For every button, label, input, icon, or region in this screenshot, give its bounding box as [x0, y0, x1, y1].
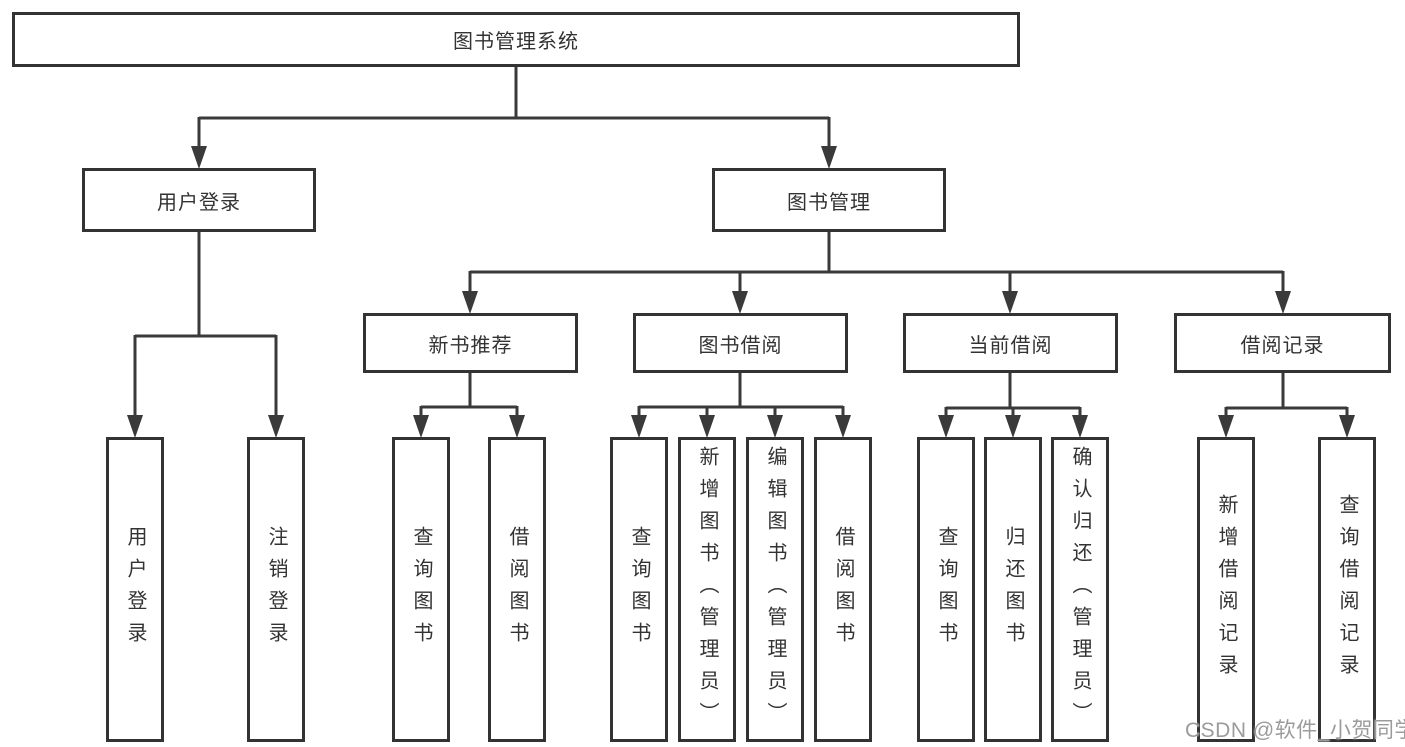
arrowhead [938, 415, 954, 438]
node-user-login: 用户登录 [82, 168, 316, 232]
leaf-query-books-new-book: 查询图书 [392, 437, 450, 742]
arrowhead [1002, 291, 1018, 314]
connector-book-management-to-level3 [462, 232, 1291, 314]
leaf-query-books-current: 查询图书 [917, 437, 975, 742]
node-new-book-recommendation: 新书推荐 [363, 313, 578, 373]
arrowhead [1339, 415, 1355, 438]
leaf-confirm-return-admin: 确认归还（管理员） [1051, 437, 1109, 742]
arrowhead [835, 415, 851, 438]
arrowhead [699, 415, 715, 438]
node-label: 当前借阅 [968, 334, 1053, 357]
arrowhead [821, 146, 837, 169]
node-label: 查询图书 [935, 525, 957, 654]
node-label: 查询借阅记录 [1336, 493, 1358, 686]
node-book-management: 图书管理 [712, 168, 946, 232]
leaf-query-books-borrowing: 查询图书 [610, 437, 668, 742]
leaf-edit-book-admin: 编辑图书（管理员） [746, 437, 804, 742]
leaf-return-books: 归还图书 [984, 437, 1042, 742]
connector-new-book-to-leaves [413, 373, 525, 438]
arrowhead [732, 291, 748, 314]
node-label: 新增图书（管理员） [696, 445, 718, 734]
connector-current-borrowing-to-leaves [938, 373, 1088, 438]
node-label: 归还图书 [1002, 525, 1024, 654]
leaf-borrow-books-borrowing: 借阅图书 [814, 437, 872, 742]
arrowhead [1275, 291, 1291, 314]
leaf-user-login: 用户登录 [106, 437, 164, 742]
node-label: 借阅图书 [832, 525, 854, 654]
arrowhead [268, 415, 284, 438]
arrowhead [1218, 415, 1234, 438]
arrowhead [462, 291, 478, 314]
node-label: 新增借阅记录 [1215, 493, 1237, 686]
connector-user-login-to-leaves [127, 232, 284, 438]
arrowhead [127, 415, 143, 438]
node-label: 新书推荐 [428, 334, 513, 357]
node-label: 用户登录 [124, 525, 146, 654]
node-label: 图书管理 [787, 191, 871, 214]
leaf-add-book-admin: 新增图书（管理员） [678, 437, 736, 742]
leaf-query-borrow-record: 查询借阅记录 [1318, 437, 1376, 742]
node-borrowing-records: 借阅记录 [1174, 313, 1391, 373]
node-label: 注销登录 [265, 525, 287, 654]
arrowhead [509, 415, 525, 438]
arrowhead [413, 415, 429, 438]
node-label: 图书借阅 [698, 334, 783, 357]
node-label: 图书管理系统 [453, 31, 579, 53]
connector-book-borrowing-to-leaves [631, 373, 851, 438]
arrowhead [191, 146, 207, 169]
arrowhead [1005, 415, 1021, 438]
connector-borrow-records-to-leaves [1218, 373, 1355, 438]
node-book-borrowing: 图书借阅 [633, 313, 848, 373]
node-label: 编辑图书（管理员） [764, 445, 786, 734]
node-label: 借阅图书 [506, 525, 528, 654]
arrowhead [767, 415, 783, 438]
node-label: 确认归还（管理员） [1069, 445, 1091, 734]
csdn-watermark: CSDN @软件_小贺同学 [1185, 719, 1405, 742]
leaf-add-borrow-record: 新增借阅记录 [1197, 437, 1255, 742]
arrowhead [1072, 415, 1088, 438]
node-current-borrowing: 当前借阅 [903, 313, 1118, 373]
leaf-borrow-books-new-book: 借阅图书 [488, 437, 546, 742]
connector-root-to-level2 [191, 67, 837, 169]
node-label: 查询图书 [410, 525, 432, 654]
node-label: 借阅记录 [1240, 334, 1325, 357]
node-label: 用户登录 [157, 191, 241, 214]
node-library-management-system: 图书管理系统 [12, 12, 1020, 67]
node-label: 查询图书 [628, 525, 650, 654]
arrowhead [631, 415, 647, 438]
leaf-logout: 注销登录 [247, 437, 305, 742]
